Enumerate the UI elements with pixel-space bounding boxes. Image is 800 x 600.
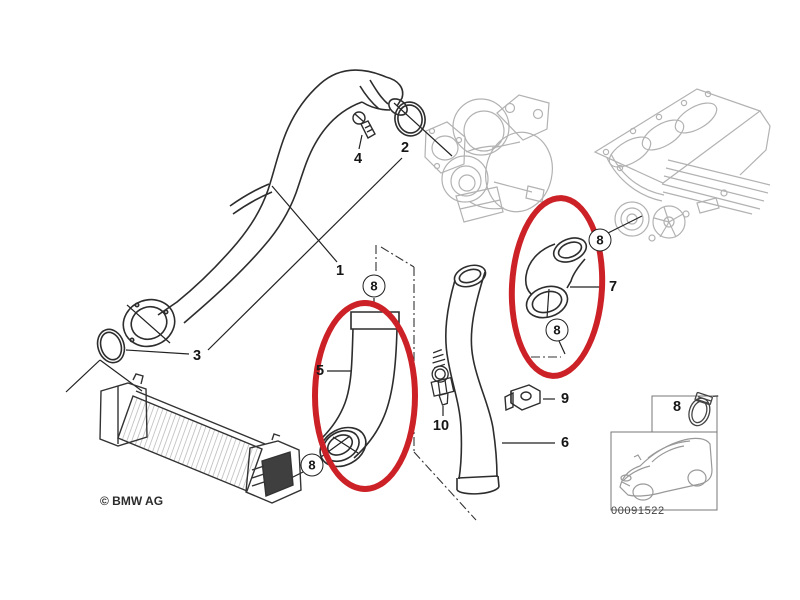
car-drawing xyxy=(619,437,713,501)
turbocharger-drawing xyxy=(424,94,553,223)
callout-8-3[interactable]: 8 xyxy=(545,318,569,342)
hose-1-drawing xyxy=(122,69,408,348)
car-thumbnail-box xyxy=(610,431,718,511)
clamp-9-drawing xyxy=(504,384,541,412)
bolt-4-drawing xyxy=(352,111,376,139)
oring-2-drawing xyxy=(394,101,426,137)
part-label-7[interactable]: 7 xyxy=(608,278,618,295)
callout-8-2[interactable]: 8 xyxy=(300,453,324,477)
elbow-7-drawing xyxy=(524,237,588,319)
part-label-8[interactable]: 8 xyxy=(672,398,682,415)
intake-manifold-drawing xyxy=(593,88,771,242)
callout-8-4[interactable]: 8 xyxy=(588,228,612,252)
copyright-text: © BMW AG xyxy=(100,494,164,508)
drawing-number: 00091522 xyxy=(611,505,665,517)
oring-3-drawing xyxy=(96,328,126,364)
part-label-9[interactable]: 9 xyxy=(560,390,570,407)
part-label-4[interactable]: 4 xyxy=(353,150,363,167)
part-label-3[interactable]: 3 xyxy=(192,347,202,364)
sensor-10-drawing xyxy=(430,348,455,406)
part-label-10[interactable]: 10 xyxy=(432,417,450,434)
part-label-5[interactable]: 5 xyxy=(315,362,325,379)
callout-8-1[interactable]: 8 xyxy=(362,274,386,298)
hose-clamp-drawing xyxy=(688,391,719,427)
highlight-ellipse-1 xyxy=(312,300,418,492)
part-label-2[interactable]: 2 xyxy=(400,139,410,156)
hose-6-drawing xyxy=(444,264,500,495)
leader-lines xyxy=(65,102,643,479)
intercooler-drawing xyxy=(99,373,302,504)
part-label-6[interactable]: 6 xyxy=(560,434,570,451)
highlight-ellipse-2 xyxy=(504,192,610,382)
part-label-1[interactable]: 1 xyxy=(335,262,345,279)
